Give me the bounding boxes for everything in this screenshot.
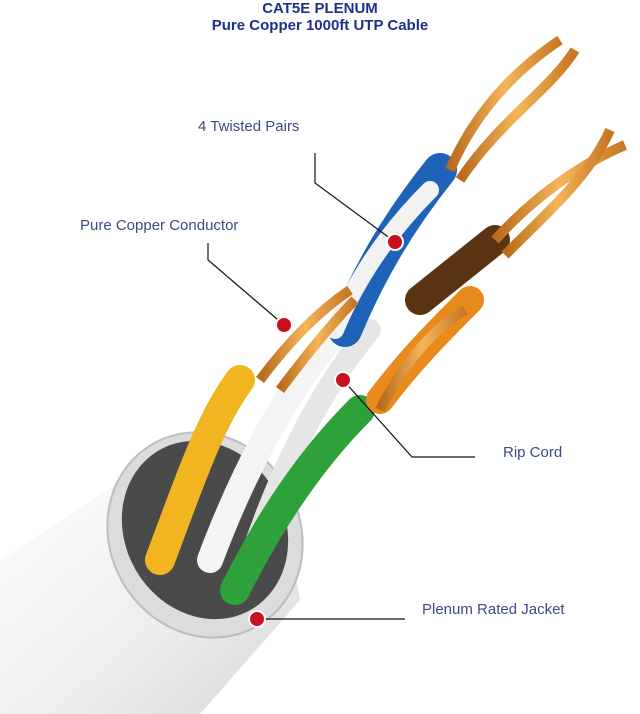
callout-label-twisted-pairs: 4 Twisted Pairs bbox=[198, 118, 299, 135]
callout-twisted-pairs: 4 Twisted Pairs bbox=[198, 118, 404, 251]
callout-label-copper-conductor: Pure Copper Conductor bbox=[80, 217, 238, 234]
callout-label-rip-cord: Rip Cord bbox=[503, 444, 562, 461]
callout-label-jacket: Plenum Rated Jacket bbox=[422, 601, 565, 618]
marker-dot bbox=[275, 316, 293, 334]
callout-copper-conductor: Pure Copper Conductor bbox=[80, 217, 293, 334]
marker-dot bbox=[248, 610, 266, 628]
callout-jacket: Plenum Rated Jacket bbox=[248, 601, 565, 628]
marker-dot bbox=[334, 371, 352, 389]
callout-rip-cord: Rip Cord bbox=[334, 371, 562, 461]
wire-bundle bbox=[145, 35, 627, 605]
marker-dot bbox=[386, 233, 404, 251]
title-line-1: CAT5E PLENUM bbox=[262, 0, 378, 17]
title-line-2: Pure Copper 1000ft UTP Cable bbox=[211, 17, 429, 34]
